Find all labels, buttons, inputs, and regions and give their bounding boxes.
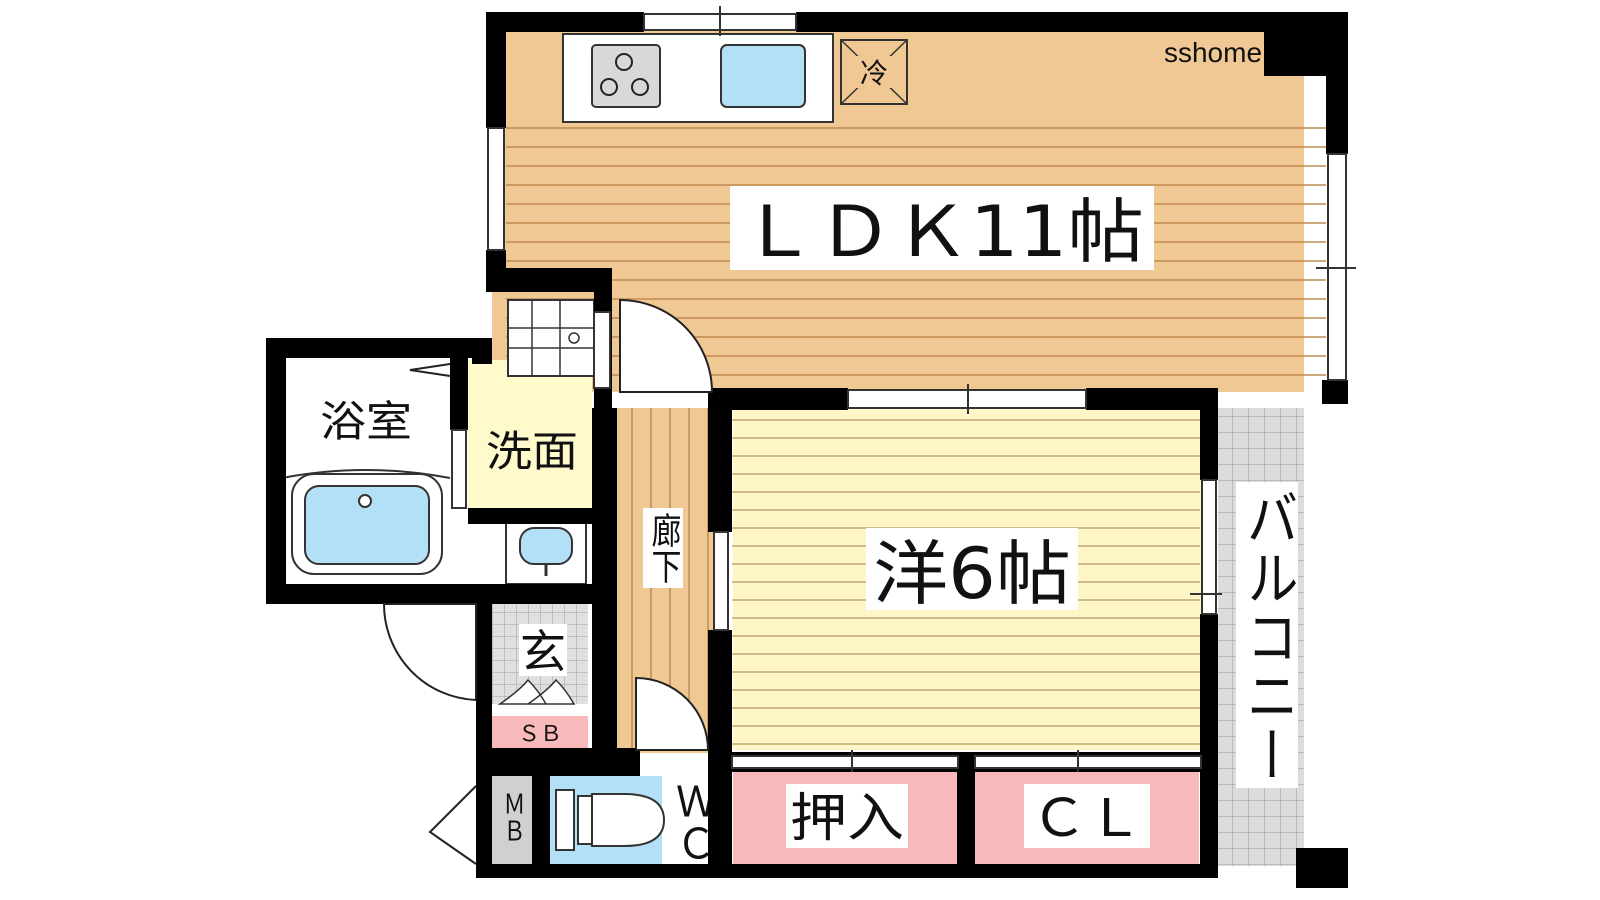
shoe-box xyxy=(492,716,588,748)
windows xyxy=(451,6,1356,772)
ldk-label: ＬＤＫ11帖 xyxy=(740,191,1144,273)
washroom-label: 洗面 xyxy=(486,427,578,476)
closet-push: 押入 xyxy=(733,772,957,866)
stove-icon xyxy=(600,53,649,96)
kitchen-counter xyxy=(562,33,834,123)
wc-room: ＷＣ xyxy=(550,776,715,864)
entrance-label: 玄 xyxy=(520,625,566,679)
watermark: sshome xyxy=(1164,37,1262,68)
doors xyxy=(382,298,714,865)
balcony: バルコニー xyxy=(1218,408,1304,866)
fridge-label: 冷 xyxy=(860,57,888,90)
meter-box-label: ＭＢ xyxy=(500,790,525,844)
wc-label: ＷＣ xyxy=(669,780,715,864)
entrance: 玄 ＳＢ xyxy=(492,604,588,748)
closet-push-label: 押入 xyxy=(790,789,904,849)
bath-label: 浴室 xyxy=(320,397,412,446)
balcony-label: バルコニー xyxy=(1237,488,1297,784)
western-label: 洋6帖 xyxy=(873,533,1071,615)
meter-box: ＭＢ xyxy=(492,776,532,864)
bathroom: 浴室 xyxy=(281,358,451,584)
fridge-icon: 冷 xyxy=(840,39,908,105)
closet: ＣＬ xyxy=(975,772,1199,866)
shoe-box-label: ＳＢ xyxy=(518,722,562,747)
toilet-icon xyxy=(555,789,666,851)
corridor-label: 廊下 xyxy=(646,512,682,584)
kitchen-sink xyxy=(720,44,806,108)
closet-label: ＣＬ xyxy=(1031,789,1143,849)
washroom: 洗面 xyxy=(468,299,595,585)
